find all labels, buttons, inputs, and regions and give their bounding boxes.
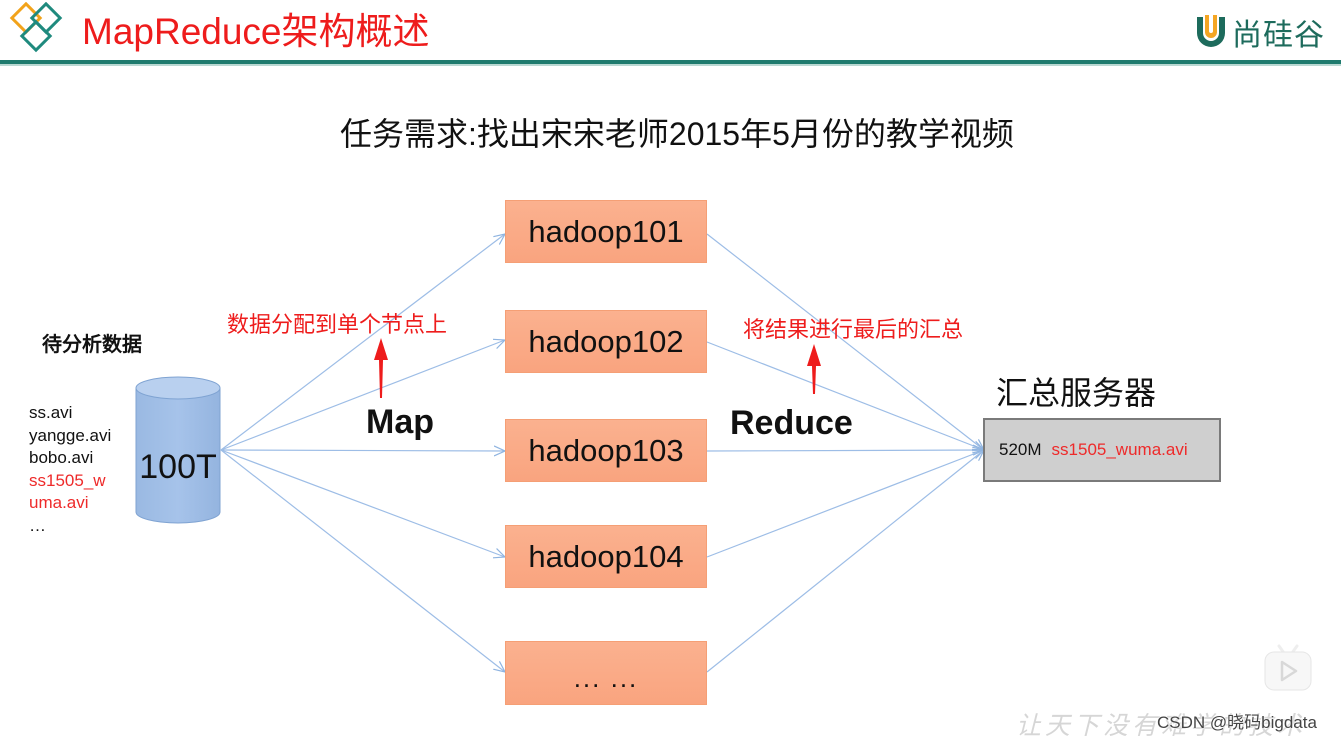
storage-size-label: 100T	[139, 448, 217, 486]
slide-header: MapReduce架构概述 尚硅谷	[0, 0, 1341, 66]
map-pointer-arrow	[374, 338, 388, 398]
input-data-heading: 待分析数据	[42, 334, 142, 356]
summary-server-title: 汇总服务器	[996, 375, 1157, 411]
file-item-highlighted: uma.avi	[29, 493, 89, 512]
file-item: bobo.avi	[29, 448, 94, 467]
map-annotation: 数据分配到单个节点上	[227, 312, 448, 337]
slide-title: MapReduce架构概述	[82, 11, 430, 52]
u-shield-icon	[1197, 15, 1225, 47]
reduce-edges	[706, 233, 984, 673]
map-phase-label: Map	[366, 403, 434, 441]
slogan-watermark: 让天下没有难学的技术	[1016, 711, 1307, 740]
result-file-name: ss1505_wuma.avi	[1051, 440, 1188, 459]
reduce-phase-label: Reduce	[730, 404, 853, 442]
reduce-annotation: 将结果进行最后的汇总	[743, 317, 964, 342]
file-item-highlighted: ss1505_w	[29, 470, 106, 490]
summary-server-box: 520M ss1505_wuma.avi	[983, 418, 1221, 482]
node-more-ellipsis: ... ...	[505, 641, 707, 705]
node-hadoop101: hadoop101	[505, 200, 707, 263]
file-item: ss.avi	[29, 403, 73, 422]
brand-name: 尚硅谷	[1232, 19, 1325, 52]
header-divider	[0, 60, 1341, 64]
file-item: yangge.avi	[29, 425, 112, 445]
csdn-watermark: CSDN @晓码bigdata	[1157, 713, 1317, 732]
node-hadoop104: hadoop104	[505, 525, 707, 588]
brand-logo: 尚硅谷	[1194, 12, 1325, 52]
reduce-pointer-arrow	[807, 344, 821, 394]
result-size: 520M	[999, 440, 1042, 459]
header-divider-shadow	[0, 64, 1341, 66]
task-requirement-title: 任务需求:找出宋宋老师2015年5月份的教学视频	[340, 116, 1014, 152]
video-play-badge-icon[interactable]	[1262, 642, 1314, 694]
input-file-list: ss.avi yangge.avi bobo.avi ss1505_w uma.…	[29, 402, 111, 537]
map-edges	[220, 234, 505, 672]
node-hadoop103: hadoop103	[505, 419, 707, 482]
node-hadoop102: hadoop102	[505, 310, 707, 373]
file-item-ellipsis: …	[29, 515, 46, 535]
interlocking-squares-icon	[9, 2, 63, 53]
database-cylinder-icon	[135, 376, 221, 524]
